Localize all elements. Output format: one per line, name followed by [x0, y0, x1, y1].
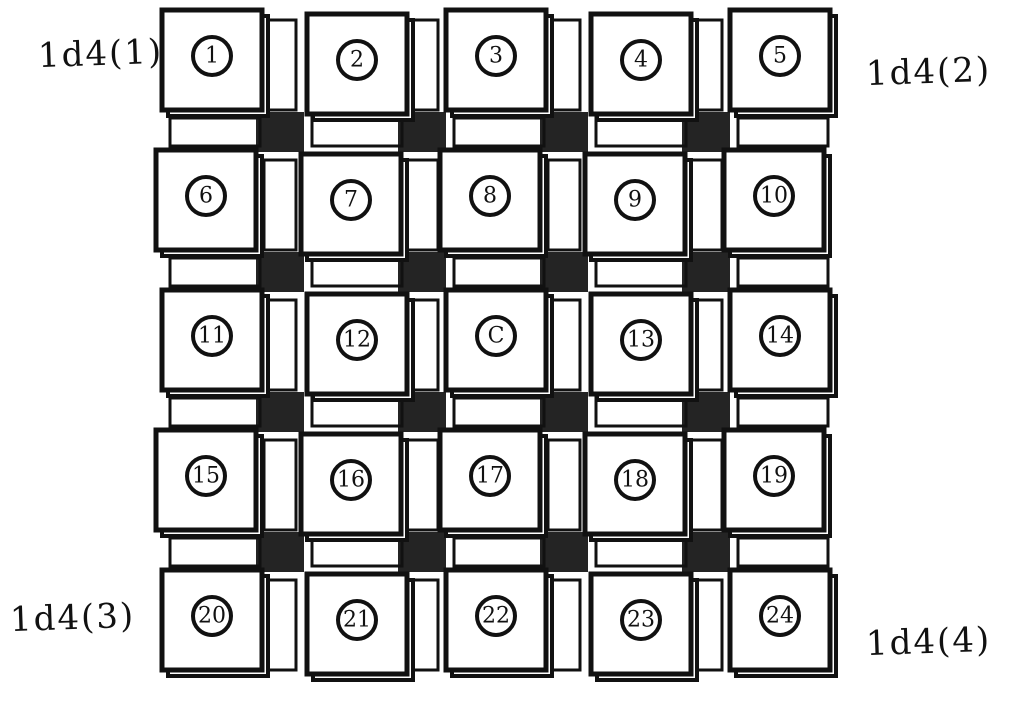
hatch-strip	[738, 538, 828, 566]
hatch-strip	[738, 398, 828, 426]
grid-cell: 7	[301, 154, 407, 260]
hatch-strip	[548, 160, 580, 250]
label-1d4-1: 1d4(1)	[37, 32, 164, 76]
cell-number: 18	[621, 468, 649, 493]
grid-cell: 12	[307, 294, 413, 400]
hatch-strip	[596, 258, 686, 286]
grid-cell: 3	[446, 10, 552, 116]
hatch-strip	[170, 398, 260, 426]
cell-number: 7	[344, 188, 358, 213]
grid-cell: 21	[307, 574, 413, 680]
hatch-strip	[738, 118, 828, 146]
grid-cell: C	[446, 290, 552, 396]
grid-cell: 24	[730, 570, 836, 676]
cell-number: 13	[627, 328, 655, 353]
label-1d4-2: 1d4(2)	[865, 50, 992, 94]
grid-cell: 19	[724, 430, 830, 536]
grid-cell: 23	[591, 574, 697, 680]
grid-cell: 20	[162, 570, 268, 676]
grid-cell: 13	[591, 294, 697, 400]
hatch-strip	[454, 398, 544, 426]
hatch-strip	[596, 398, 686, 426]
cell-number: 3	[489, 44, 503, 69]
cell-number: C	[488, 324, 505, 349]
hatch-strip	[170, 118, 260, 146]
cell-number: 5	[773, 44, 787, 69]
grid-cell: 10	[724, 150, 830, 256]
grid-cell: 4	[591, 14, 697, 120]
grid-cell: 11	[162, 290, 268, 396]
cell-number: 21	[343, 608, 371, 633]
cell-number: 16	[337, 468, 365, 493]
grid-cell: 8	[440, 150, 546, 256]
label-1d4-4: 1d4(4)	[865, 620, 992, 664]
hatch-strip	[596, 118, 686, 146]
cell-number: 6	[199, 184, 213, 209]
grid-cell: 2	[307, 14, 413, 120]
grid-cell: 18	[585, 434, 691, 540]
cell-number: 17	[476, 464, 504, 489]
grid-cell: 15	[156, 430, 262, 536]
grid-cell: 22	[446, 570, 552, 676]
label-1d4-3: 1d4(3)	[9, 596, 136, 640]
hatch-strip	[738, 258, 828, 286]
hatch-strip	[454, 538, 544, 566]
hatch-strip	[312, 118, 402, 146]
cell-number: 9	[628, 188, 642, 213]
hatch-strip	[312, 398, 402, 426]
grid-cell: 1	[162, 10, 268, 116]
grid-cell: 9	[585, 154, 691, 260]
cell-number: 24	[766, 604, 794, 629]
grid-cell: 5	[730, 10, 836, 116]
hatch-strip	[170, 258, 260, 286]
hatch-strip	[596, 538, 686, 566]
hatch-strip	[406, 160, 438, 250]
hatch-strip	[312, 258, 402, 286]
cell-number: 22	[482, 604, 510, 629]
hatch-strip	[454, 118, 544, 146]
hatch-strip	[454, 258, 544, 286]
hatch-strip	[690, 160, 722, 250]
grid-cell: 17	[440, 430, 546, 536]
grid-cell: 6	[156, 150, 262, 256]
hatch-strip	[312, 538, 402, 566]
hatch-strip	[264, 440, 296, 530]
cell-number: 4	[634, 48, 648, 73]
cell-number: 2	[350, 48, 364, 73]
cell-number: 15	[192, 464, 220, 489]
cell-number: 19	[760, 464, 788, 489]
cell-number: 8	[483, 184, 497, 209]
cell-number: 20	[198, 604, 226, 629]
grid-cell: 16	[301, 434, 407, 540]
cell-number: 10	[760, 184, 788, 209]
hatch-strip	[548, 440, 580, 530]
cell-number: 1	[205, 44, 219, 69]
hatch-strip	[690, 440, 722, 530]
cell-number: 11	[198, 324, 226, 349]
cell-number: 12	[343, 328, 371, 353]
hatch-strip	[264, 160, 296, 250]
grid-cell: 14	[730, 290, 836, 396]
cell-number: 14	[766, 324, 794, 349]
cell-number: 23	[627, 608, 655, 633]
hatch-strip	[406, 440, 438, 530]
hatch-strip	[170, 538, 260, 566]
